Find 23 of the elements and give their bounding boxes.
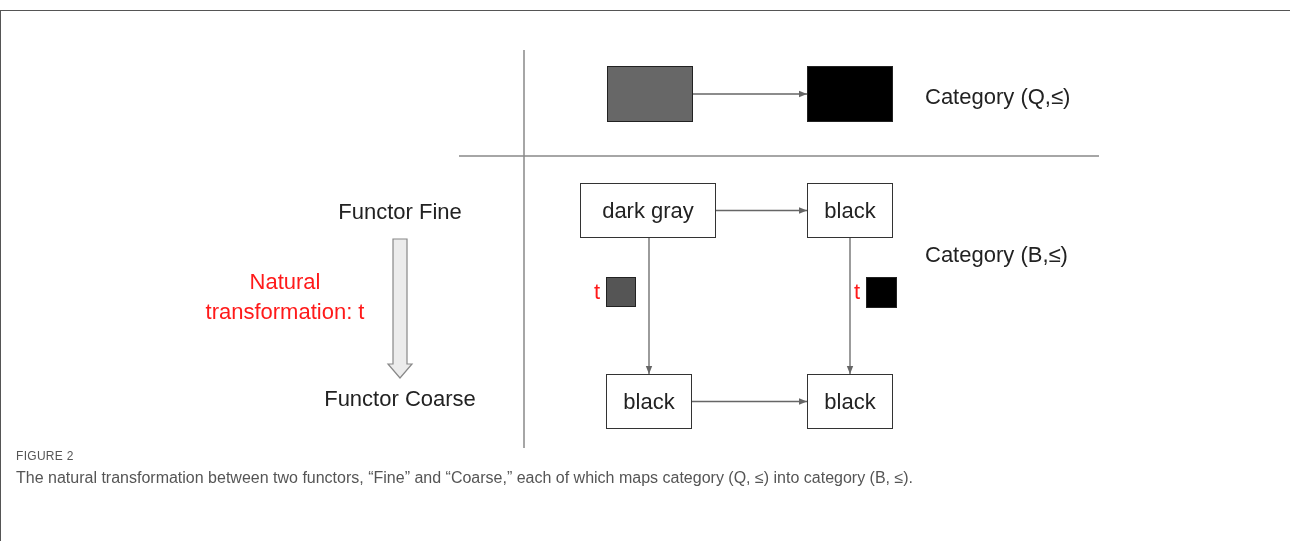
arrow [715, 207, 808, 214]
arrow [846, 237, 854, 375]
arrow [645, 237, 653, 375]
category-label: Category (B,≤) [925, 241, 1068, 269]
functor-label: Functor Coarse [306, 384, 494, 412]
color-swatch [607, 66, 693, 122]
object-box: black [606, 374, 692, 429]
color-swatch [606, 277, 636, 307]
block-arrow [386, 238, 414, 379]
caption: The natural transformation between two functors, “Fine” and “Coarse,” each of which maps category (Q, ≤) into category (B, ≤). [16, 468, 915, 488]
object-box: black [807, 183, 893, 238]
edge-label: Natural transformation: t [204, 267, 366, 326]
component-label: t [854, 281, 861, 303]
object-box: black [807, 374, 893, 429]
functor-label: Functor Fine [322, 197, 478, 225]
color-swatch [866, 277, 897, 308]
arrow [691, 398, 808, 405]
figure-number: FIGURE 2 [16, 448, 74, 465]
object-box: dark gray [580, 183, 716, 238]
color-swatch [807, 66, 893, 122]
category-label: Category (Q,≤) [925, 83, 1071, 111]
component-label: t [594, 281, 601, 303]
arrow [692, 90, 808, 98]
